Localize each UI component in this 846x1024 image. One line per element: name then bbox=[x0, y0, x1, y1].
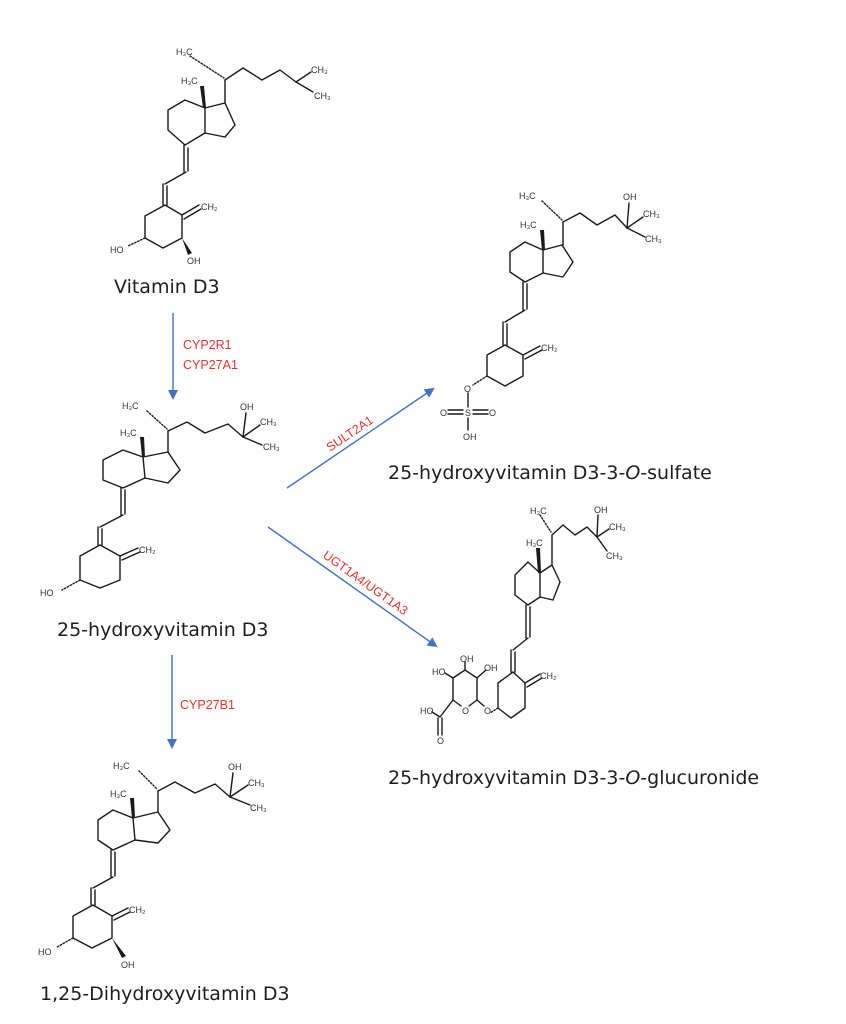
atom-label: CH₃ bbox=[645, 234, 662, 244]
atom-label: CH₃ bbox=[609, 522, 626, 532]
atom-label: H₃C bbox=[181, 76, 198, 86]
reaction-arrow-cyp27b1: CYP27B1 bbox=[167, 655, 235, 749]
atom-label: H₃C bbox=[520, 220, 537, 230]
compound-name-25-hydroxyvitamin-d3-3-o-sulfate: 25-hydroxyvitamin D3-3-O-sulfate bbox=[388, 462, 712, 484]
atom-label: OH bbox=[594, 505, 608, 515]
atom-label: CH₃ bbox=[263, 442, 280, 452]
name-prefix: 25-hydroxyvitamin D3-3- bbox=[388, 767, 625, 789]
atom-label: H₃C bbox=[110, 789, 127, 799]
atom-label: OH bbox=[240, 402, 254, 412]
atom-label: O bbox=[437, 736, 444, 746]
atom-label: S bbox=[465, 408, 471, 418]
atom-label: OH bbox=[460, 654, 474, 664]
name-suffix: -glucuronide bbox=[640, 767, 759, 789]
atom-label: O bbox=[440, 408, 447, 418]
structure-25-hydroxyvitamin-d3-3-o-glucuronide: H₃C H₃C OH CH₃ CH₃ CH₂ O O OH OH HO HO O bbox=[420, 505, 626, 746]
name-prefix: 25-hydroxyvitamin D3-3- bbox=[388, 462, 625, 484]
atom-label: CH₂ bbox=[540, 671, 557, 681]
reaction-arrow-cyp2r1-cyp27a1: CYP2R1 CYP27A1 bbox=[168, 313, 238, 400]
atom-label: H₃C bbox=[526, 538, 543, 548]
atom-label: H₃C bbox=[530, 506, 547, 516]
atom-label: CH₂ bbox=[139, 545, 156, 555]
atom-label: HO bbox=[40, 588, 54, 598]
structure-25-hydroxyvitamin-d3-3-o-sulfate: H₃C H₃C OH CH₃ CH₃ CH₂ O S O O OH bbox=[440, 191, 662, 442]
atom-label: OH bbox=[484, 663, 498, 673]
name-italic: O bbox=[625, 462, 640, 484]
reaction-arrow-ugt1a4-ugt1a3: UGT1A4/UGT1A3 bbox=[267, 526, 438, 648]
atom-label: O bbox=[464, 384, 471, 394]
atom-label: CH₂ bbox=[541, 343, 558, 353]
atom-label: OH bbox=[228, 762, 242, 772]
atom-label: CH₃ bbox=[311, 65, 328, 75]
atom-label: HO bbox=[38, 947, 52, 957]
compound-name-vitamin-d3: Vitamin D3 bbox=[114, 276, 220, 298]
name-suffix: -sulfate bbox=[640, 462, 712, 484]
atom-label: OH bbox=[463, 432, 477, 442]
atom-label: CH₃ bbox=[260, 417, 277, 427]
atom-label: OH bbox=[121, 960, 135, 970]
structure-25-hydroxyvitamin-d3: H₃C H₃C OH CH₃ CH₃ CH₂ HO bbox=[40, 401, 280, 598]
atom-label: H₃C bbox=[120, 428, 137, 438]
structure-1-25-dihydroxyvitamin-d3: H₃C H₃C OH CH₃ CH₃ CH₂ HO OH bbox=[38, 761, 267, 970]
atom-label: H₃C bbox=[176, 47, 193, 57]
atom-label: H₃C bbox=[519, 191, 536, 201]
atom-label: HO bbox=[420, 706, 434, 716]
enzyme-label-cyp2r1: CYP2R1 bbox=[183, 338, 232, 352]
atom-label: CH₃ bbox=[314, 91, 331, 101]
compound-name-1-25-dihydroxyvitamin-d3: 1,25-Dihydroxyvitamin D3 bbox=[40, 983, 290, 1005]
atom-label: CH₂ bbox=[129, 905, 146, 915]
compound-name-25-hydroxyvitamin-d3: 25-hydroxyvitamin D3 bbox=[57, 619, 269, 641]
atom-label: H₃C bbox=[113, 761, 130, 771]
enzyme-label-cyp27b1: CYP27B1 bbox=[180, 698, 235, 712]
atom-label: CH₃ bbox=[250, 803, 267, 813]
atom-label: HO bbox=[110, 245, 124, 255]
structure-vitamin-d3: H₃C H₃C CH₃ CH₃ CH₂ HO OH bbox=[110, 47, 331, 266]
atom-label: CH₃ bbox=[606, 551, 623, 561]
atom-label: OH bbox=[623, 192, 637, 202]
atom-label: CH₂ bbox=[201, 202, 218, 212]
enzyme-label-ugt1a4-ugt1a3: UGT1A4/UGT1A3 bbox=[320, 548, 410, 618]
atom-label: O bbox=[462, 706, 469, 716]
atom-label: OH bbox=[187, 256, 201, 266]
atom-label: CH₃ bbox=[248, 778, 265, 788]
atom-label: O bbox=[489, 408, 496, 418]
atom-label: O bbox=[484, 706, 491, 716]
compound-name-25-hydroxyvitamin-d3-3-o-glucuronide: 25-hydroxyvitamin D3-3-O-glucuronide bbox=[388, 767, 759, 789]
name-italic: O bbox=[625, 767, 640, 789]
atom-label: H₃C bbox=[122, 401, 139, 411]
enzyme-label-cyp27a1: CYP27A1 bbox=[183, 358, 238, 372]
atom-label: CH₃ bbox=[643, 209, 660, 219]
atom-label: HO bbox=[432, 667, 446, 677]
